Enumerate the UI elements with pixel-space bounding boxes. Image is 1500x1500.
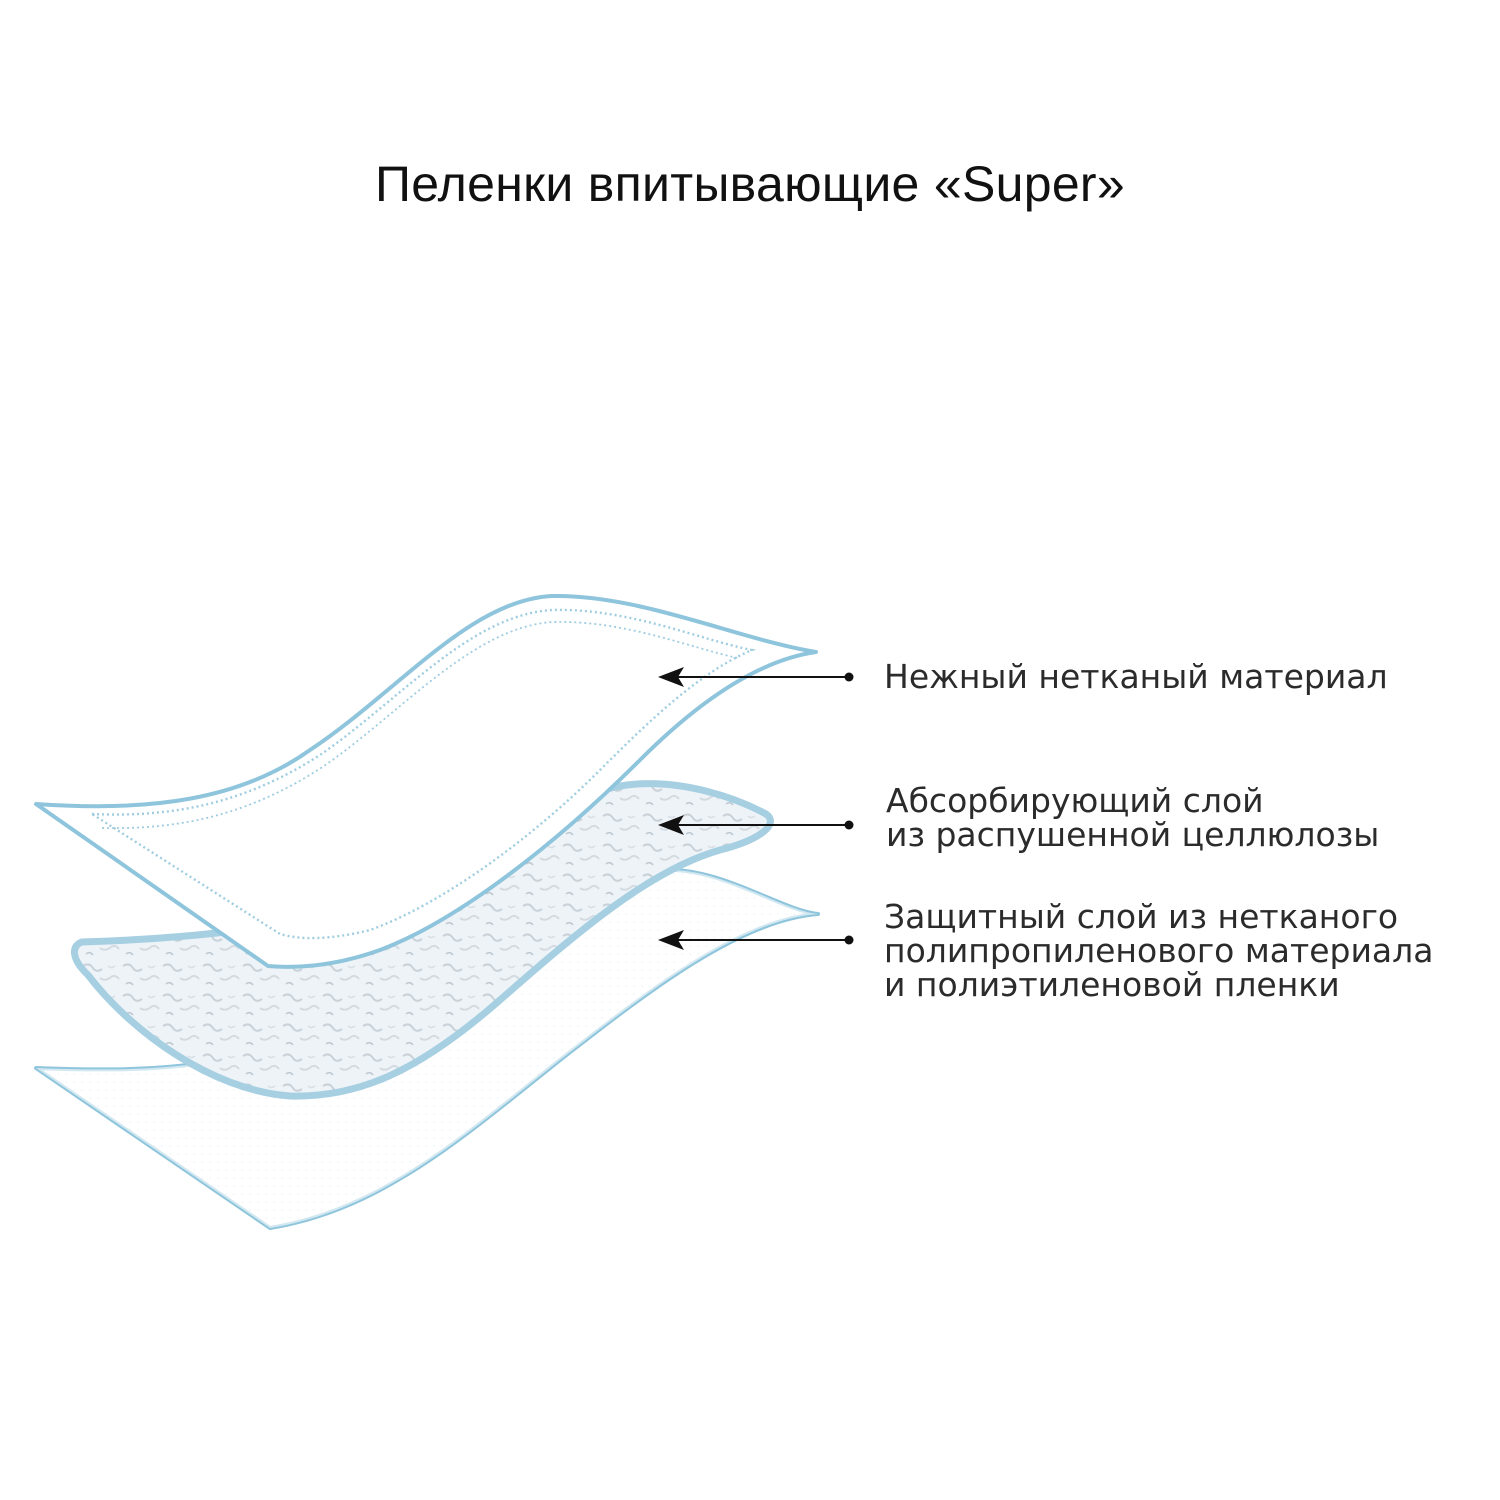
arrow-bottom-layer — [658, 930, 854, 950]
page-title: Пеленки впитывающие «Super» — [375, 156, 1125, 212]
top-layer-sheet — [34, 593, 818, 969]
label-middle-layer-line: из распушенной целлюлозы — [886, 815, 1380, 854]
label-bottom-layer-line: и полиэтиленовой пленки — [884, 965, 1340, 1004]
label-top-layer: Нежный нетканый материал — [884, 660, 1388, 694]
label-bottom-layer: Защитный слой из нетканого полипропилено… — [884, 900, 1433, 1002]
arrow-top-layer — [658, 667, 854, 687]
label-middle-layer-line: Абсорбирующий слой — [886, 781, 1264, 820]
top-layer-stitching — [87, 608, 757, 940]
arrow-middle-layer — [658, 815, 854, 835]
label-middle-layer: Абсорбирующий слой из распушенной целлюл… — [886, 784, 1379, 852]
label-top-layer-line: Нежный нетканый материал — [884, 657, 1388, 696]
label-bottom-layer-line: Защитный слой из нетканого — [884, 897, 1399, 936]
label-bottom-layer-line: полипропиленового материала — [884, 931, 1434, 970]
